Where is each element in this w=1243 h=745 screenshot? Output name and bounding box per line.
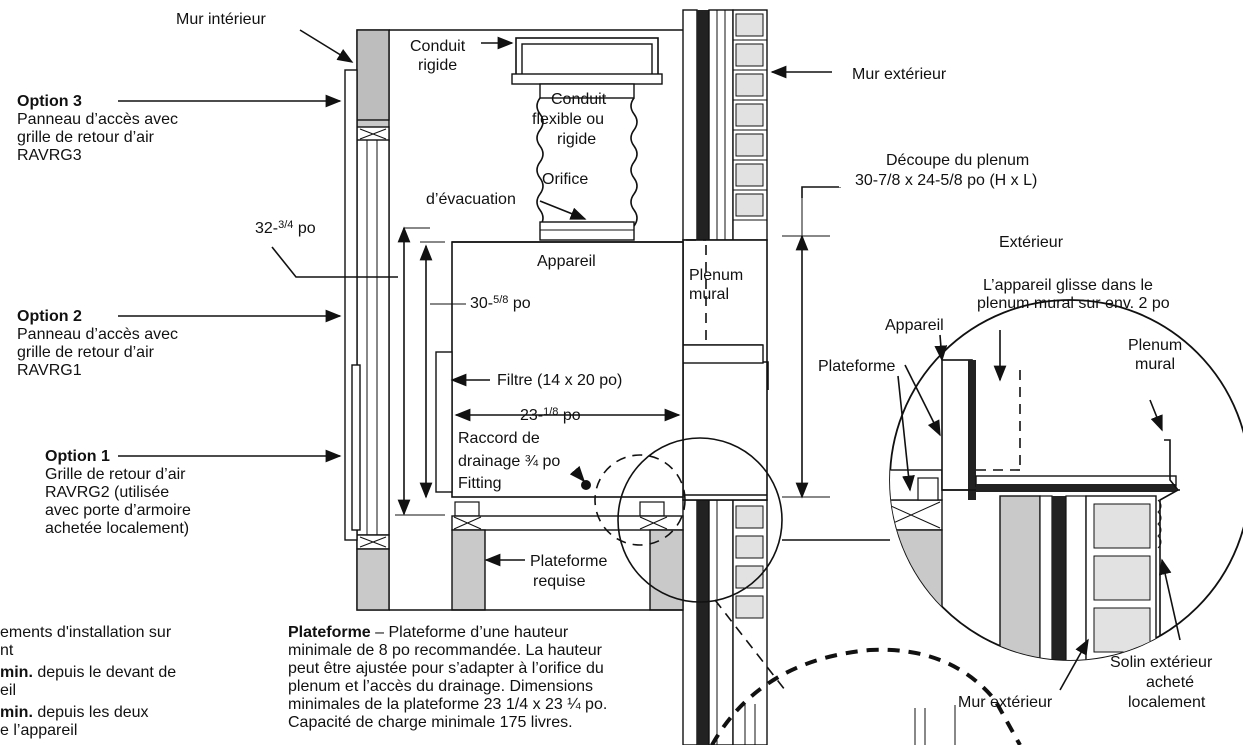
label-slides-2: plenum mural sur env. 2 po — [977, 295, 1170, 312]
clearance-line6: e l’appareil — [0, 722, 77, 739]
label-wall-plenum-2: mural — [689, 286, 729, 303]
label-flashing-2: acheté — [1146, 674, 1194, 691]
label-drain-3: Fitting — [458, 475, 502, 492]
label-plenum-cutout-2: 30-7/8 x 24-5/8 po (H x L) — [855, 172, 1037, 189]
label-detail-plenum-2: mural — [1135, 356, 1175, 373]
label-rigid-duct-2: rigide — [418, 57, 457, 74]
option1-line2: RAVRG2 (utilisée — [45, 484, 169, 501]
dim-32-label: 32-3/4 po — [255, 219, 316, 237]
label-flex-duct-2: flexible ou — [532, 111, 604, 128]
option1-line1: Grille de retour d’air — [45, 466, 186, 483]
bottom-detail-circle — [710, 647, 1022, 745]
appliance-body — [435, 241, 684, 498]
clearance-line1: ements d'installation sur — [0, 624, 172, 641]
clearance-line5: min. depuis les deux — [0, 704, 149, 721]
dim-23-label: 23-1/8 po — [520, 406, 581, 424]
label-flashing-3: localement — [1128, 694, 1206, 711]
platform — [451, 501, 684, 611]
access-panels — [344, 69, 361, 541]
clearance-line3: min. depuis le devant de — [0, 664, 176, 681]
label-plenum-cutout-1: Découpe du plenum — [886, 152, 1029, 169]
option3-line2: grille de retour d’air — [17, 129, 155, 146]
clearance-line2: nt — [0, 642, 14, 659]
text-labels: Mur intérieur Conduit rigide Mur extérie… — [0, 11, 1213, 739]
label-exhaust-1: Orifice — [542, 171, 588, 188]
label-filter: Filtre (14 x 20 po) — [497, 372, 622, 389]
dimension-lines — [395, 226, 830, 516]
option3-line3: RAVRG3 — [17, 147, 82, 164]
option1-line3: avec porte d’armoire — [45, 502, 191, 519]
option2-line2: grille de retour d’air — [17, 344, 155, 361]
platform-note-line4: plenum et l’accès du drainage. Dimension… — [288, 678, 593, 695]
platform-note-line1: Plateforme – Plateforme d’une hauteur — [288, 624, 569, 641]
label-drain-2: drainage ¾ po — [458, 453, 560, 470]
option1-line4: achetée localement) — [45, 520, 189, 537]
option3-line1: Panneau d’accès avec — [17, 111, 178, 128]
exterior-wall — [682, 9, 768, 745]
label-detail-platform: Plateforme — [818, 358, 895, 375]
option2-line3: RAVRG1 — [17, 362, 82, 379]
label-slides-1: L’appareil glisse dans le — [983, 277, 1153, 294]
flexible-duct — [536, 83, 638, 241]
label-interior-wall: Mur intérieur — [176, 11, 266, 28]
label-wall-plenum-1: Plenum — [689, 267, 743, 284]
reference-circle-solid — [617, 437, 783, 603]
label-flex-duct-1: Conduit — [551, 91, 607, 108]
option1-title: Option 1 — [45, 448, 110, 465]
dim-30-label: 30-5/8 po — [470, 294, 531, 312]
label-detail-plenum-1: Plenum — [1128, 337, 1182, 354]
option3-title: Option 3 — [17, 93, 82, 110]
option2-line1: Panneau d’accès avec — [17, 326, 178, 343]
leader-arrows — [118, 29, 841, 567]
label-exterior-wall-top: Mur extérieur — [852, 66, 947, 83]
detail-view — [889, 299, 1243, 691]
label-flex-duct-3: rigide — [557, 131, 596, 148]
interior-wall — [356, 29, 390, 611]
label-exterior: Extérieur — [999, 234, 1064, 251]
rigid-duct — [511, 37, 663, 85]
reference-circle-dashed — [594, 454, 686, 546]
clearance-line4: eil — [0, 682, 16, 699]
label-exhaust-2: d’évacuation — [426, 191, 516, 208]
label-platform-required-2: requise — [533, 573, 586, 590]
label-exterior-wall-bottom: Mur extérieur — [958, 694, 1053, 711]
label-appliance: Appareil — [537, 253, 596, 270]
label-platform-required-1: Plateforme — [530, 553, 607, 570]
platform-note-line6: Capacité de charge minimale 175 livres. — [288, 714, 573, 731]
label-flashing-1: Solin extérieur — [1110, 654, 1213, 671]
platform-note-line2: minimale de 8 po recommandée. La hauteur — [288, 642, 603, 659]
label-detail-appliance: Appareil — [885, 317, 944, 334]
label-rigid-duct-1: Conduit — [410, 38, 466, 55]
option2-title: Option 2 — [17, 308, 82, 325]
label-drain-1: Raccord de — [458, 430, 540, 447]
drain-fitting — [581, 480, 591, 490]
platform-note-line5: minimales de la plateforme 23 1/4 x 23 ¼… — [288, 696, 607, 713]
platform-note-line3: peut être ajustée pour s’adapter à l’ori… — [288, 660, 604, 677]
